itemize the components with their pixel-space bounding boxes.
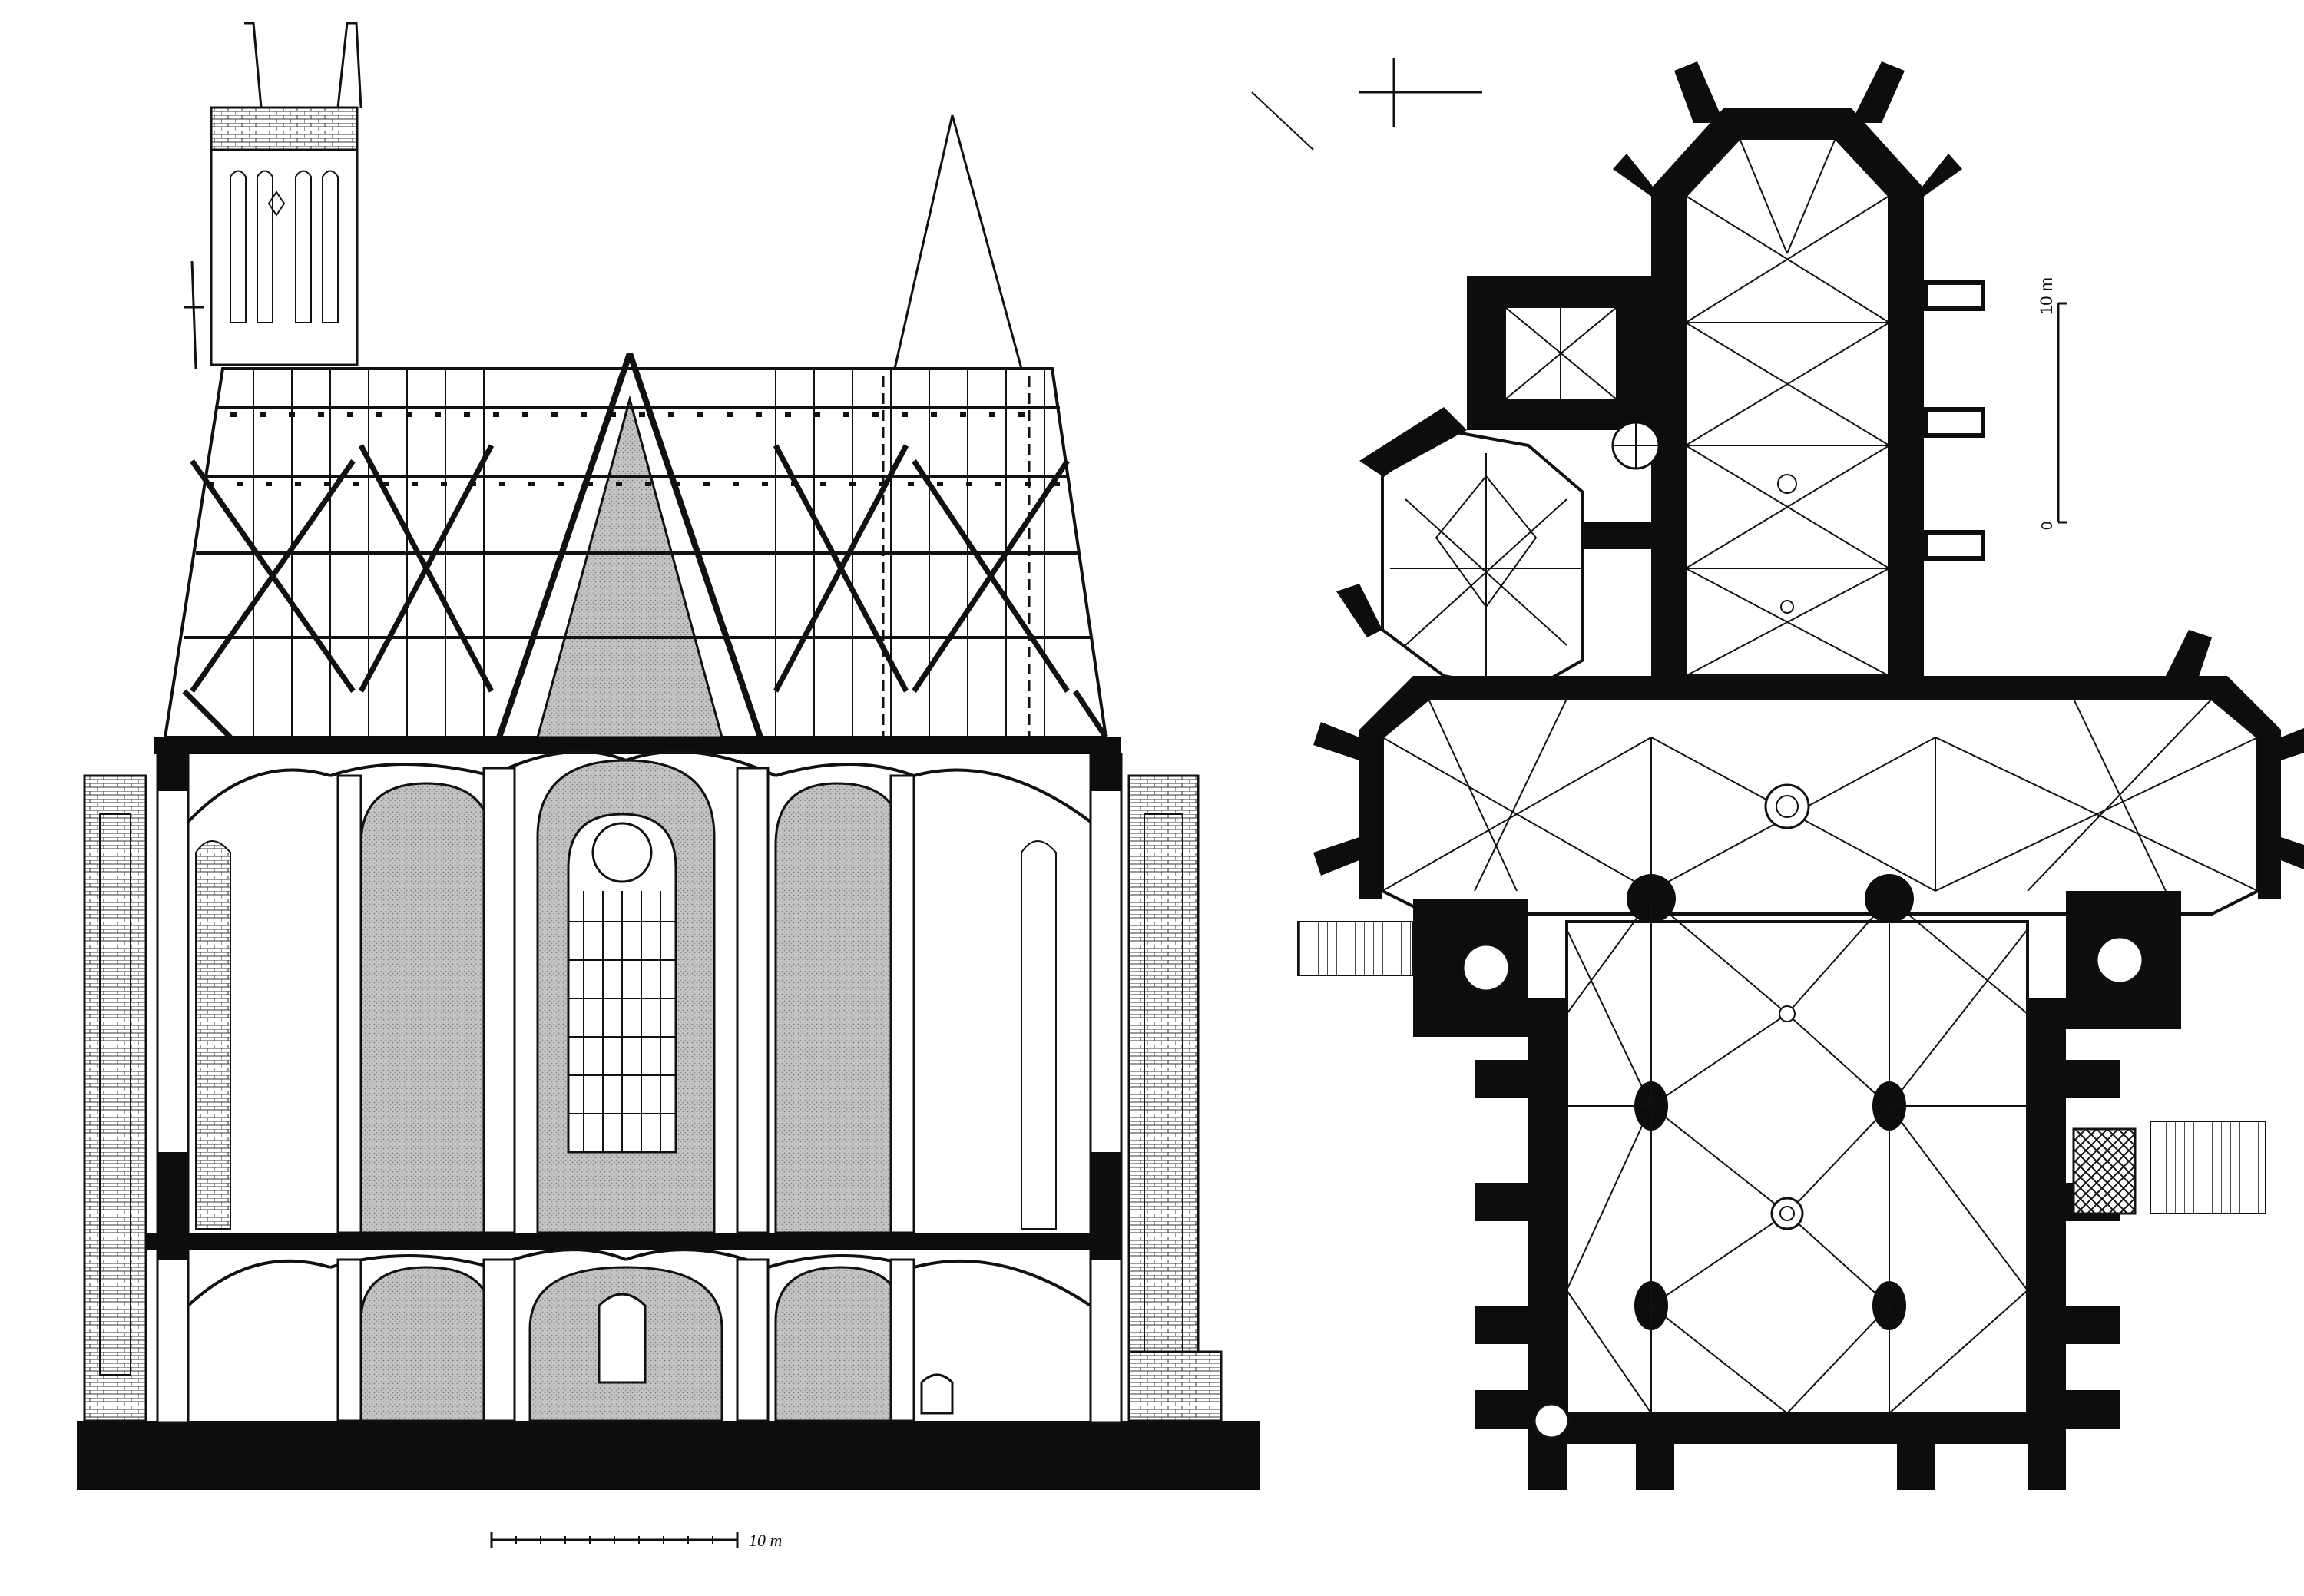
tie-beam (154, 737, 1121, 754)
lower-crypt (187, 1248, 1092, 1422)
cross-section-drawing: 10 m (77, 22, 1260, 1550)
plan-scale-zero: 0 (2039, 522, 2056, 530)
transept (1313, 630, 2304, 916)
buttress-left (83, 774, 147, 1422)
roof-truss (163, 114, 1108, 740)
section-scale-bar (490, 1532, 739, 1548)
plan-scale-label: 10 m (2037, 277, 2056, 315)
nave (1475, 874, 2120, 1490)
tower (184, 22, 362, 369)
buttress-right (1127, 774, 1223, 1422)
upper-nave-bays (187, 750, 1092, 1234)
north-chapels (1336, 276, 1660, 694)
intermediate-floor (146, 1233, 1121, 1250)
section-scale-label: 10 m (749, 1531, 782, 1550)
stair-west (1533, 1402, 1570, 1439)
plan-scale-bar (2057, 302, 2067, 524)
choir (1613, 61, 1985, 677)
ground-slab (77, 1421, 1260, 1490)
floor-plan-drawing: 10 m 0 (1251, 58, 2304, 1490)
stair-tower-right (2066, 891, 2266, 1215)
stair-tower-left (1297, 899, 1528, 1037)
north-arrow (1251, 58, 1482, 151)
